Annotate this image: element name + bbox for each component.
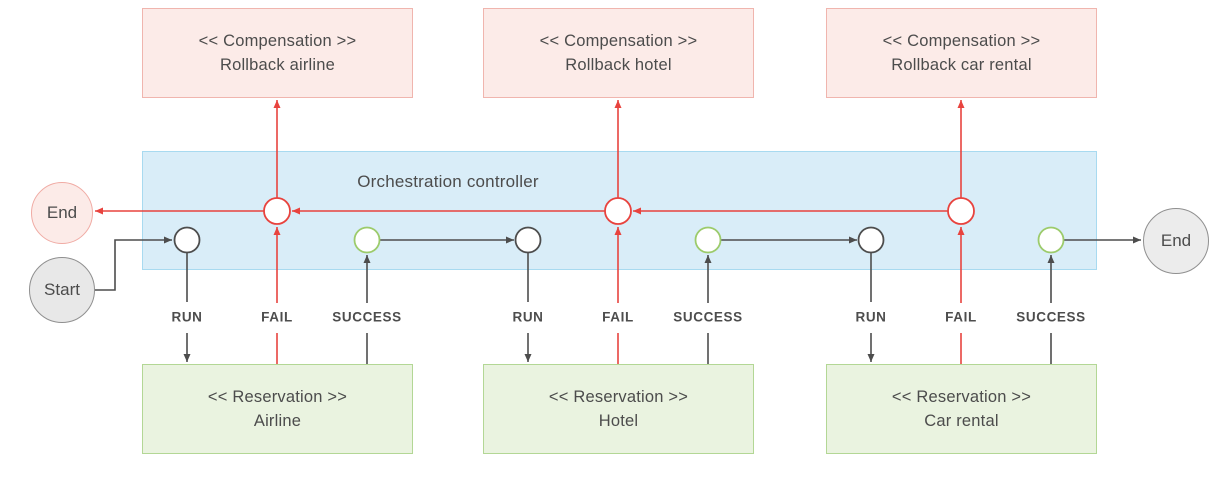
- reservation-box-airline: << Reservation >> Airline: [142, 364, 413, 454]
- success-state-car-rental: [1037, 226, 1065, 254]
- success-state-hotel: [694, 226, 722, 254]
- compensation-name: Rollback hotel: [565, 56, 672, 74]
- stereotype-label: << Compensation >>: [539, 32, 698, 50]
- stereotype-label: << Compensation >>: [198, 32, 357, 50]
- fail-state-hotel: [604, 197, 632, 225]
- fail-label-car-rental: FAIL: [942, 309, 980, 325]
- stereotype-label: << Reservation >>: [548, 388, 689, 406]
- success-label-hotel: SUCCESS: [670, 309, 746, 325]
- end-node-right: End: [1143, 208, 1209, 274]
- orchestration-controller-label: Orchestration controller: [357, 172, 539, 191]
- compensation-name: Rollback car rental: [891, 56, 1032, 74]
- reservation-box-car-rental: << Reservation >> Car rental: [826, 364, 1097, 454]
- run-state-airline: [173, 226, 201, 254]
- success-state-airline: [353, 226, 381, 254]
- end-label: End: [1160, 231, 1192, 250]
- run-label-hotel: RUN: [509, 309, 547, 325]
- end-node-left: End: [31, 182, 93, 244]
- success-label-airline: SUCCESS: [329, 309, 405, 325]
- stereotype-label: << Compensation >>: [882, 32, 1041, 50]
- run-state-hotel: [514, 226, 542, 254]
- compensation-box-airline: << Compensation >> Rollback airline: [142, 8, 413, 98]
- stereotype-label: << Reservation >>: [207, 388, 348, 406]
- stereotype-label: << Reservation >>: [891, 388, 1032, 406]
- compensation-box-car-rental: << Compensation >> Rollback car rental: [826, 8, 1097, 98]
- run-label-airline: RUN: [168, 309, 206, 325]
- start-node: Start: [29, 257, 95, 323]
- compensation-box-hotel: << Compensation >> Rollback hotel: [483, 8, 754, 98]
- fail-label-airline: FAIL: [258, 309, 296, 325]
- success-label-car-rental: SUCCESS: [1013, 309, 1089, 325]
- reservation-name: Hotel: [598, 412, 639, 430]
- reservation-name: Car rental: [924, 412, 999, 430]
- fail-state-airline: [263, 197, 291, 225]
- fail-label-hotel: FAIL: [599, 309, 637, 325]
- start-label: Start: [44, 280, 80, 299]
- end-label: End: [46, 203, 78, 222]
- run-label-car-rental: RUN: [852, 309, 890, 325]
- reservation-box-hotel: << Reservation >> Hotel: [483, 364, 754, 454]
- fail-state-car-rental: [947, 197, 975, 225]
- compensation-name: Rollback airline: [219, 56, 336, 74]
- run-state-car-rental: [857, 226, 885, 254]
- reservation-name: Airline: [253, 412, 302, 430]
- edge-start-to-run-airline: [95, 236, 172, 291]
